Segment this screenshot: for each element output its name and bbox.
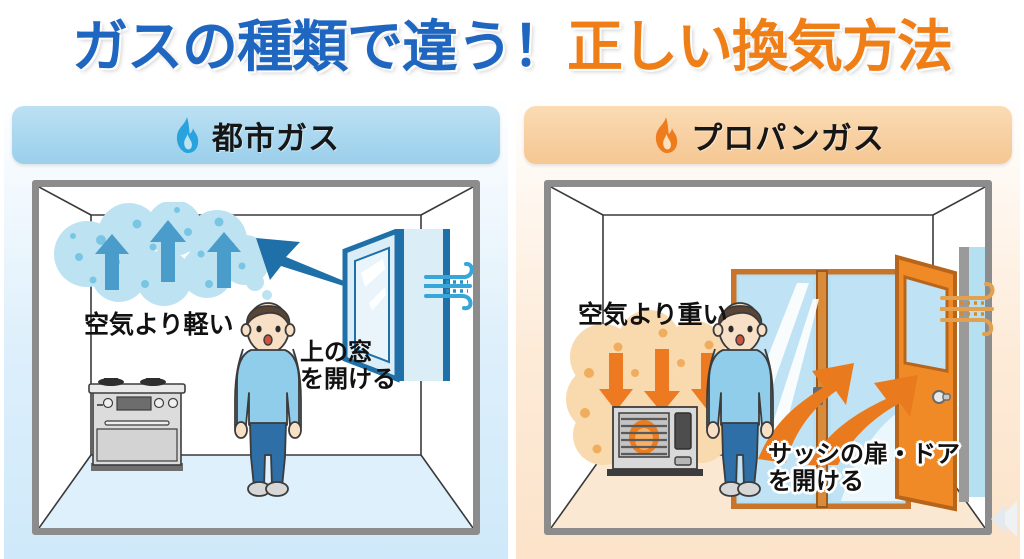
person-figure-right	[706, 302, 774, 497]
gas-property-label-right: 空気より重い	[578, 300, 728, 329]
flame-icon	[656, 117, 678, 153]
wind-lines-blue	[424, 262, 473, 311]
airflow-arrow-blue	[256, 238, 397, 303]
person-figure-left	[234, 302, 302, 497]
title-part-orange: 正しい換気方法	[567, 15, 953, 80]
action-label-left: 上の窓 を開ける	[300, 338, 396, 393]
panel-header-propane-gas: プロパンガス	[524, 106, 1012, 164]
action-label-right: サッシの扉・ドア を開ける	[768, 440, 960, 495]
gas-property-label-left: 空気より軽い	[84, 310, 234, 339]
room-illustration-city-gas	[32, 180, 480, 535]
panel-header-label-city-gas: 都市ガス	[212, 120, 340, 157]
panel-city-gas: 都市ガス	[4, 96, 508, 559]
panel-propane-gas: プロパンガス	[516, 96, 1020, 559]
title-part-blue: ガスの種類で違う！	[72, 15, 568, 80]
gas-heater-appliance	[607, 406, 703, 476]
gas-stove-appliance	[88, 378, 186, 471]
airflow-arrows-orange	[758, 363, 918, 465]
page-title: ガスの種類で違う！正しい換気方法	[0, 0, 1024, 96]
room-illustration-propane-gas	[544, 180, 992, 535]
panel-header-city-gas: 都市ガス	[12, 106, 500, 164]
gas-cloud-light	[54, 202, 272, 306]
wind-lines-orange	[940, 282, 995, 337]
gas-direction-arrows	[95, 220, 241, 290]
upper-casement-window	[342, 229, 450, 383]
flame-icon	[176, 117, 199, 153]
corner-chevron-icon	[991, 501, 1017, 537]
panel-header-label-propane-gas: プロパンガス	[691, 120, 885, 157]
